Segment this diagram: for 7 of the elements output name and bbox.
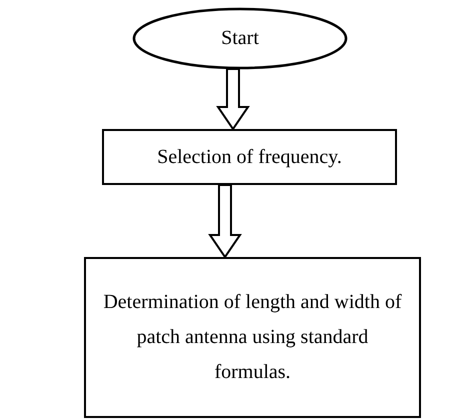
block-arrow <box>208 184 242 259</box>
block-arrow <box>216 68 250 131</box>
node-text: Determination of length and width of patch antenna using standard formulas. <box>102 290 403 385</box>
process-box <box>84 257 421 418</box>
process-box <box>102 129 397 185</box>
node-text: Start <box>221 26 259 51</box>
node-text: Selection of frequency. <box>157 144 342 170</box>
